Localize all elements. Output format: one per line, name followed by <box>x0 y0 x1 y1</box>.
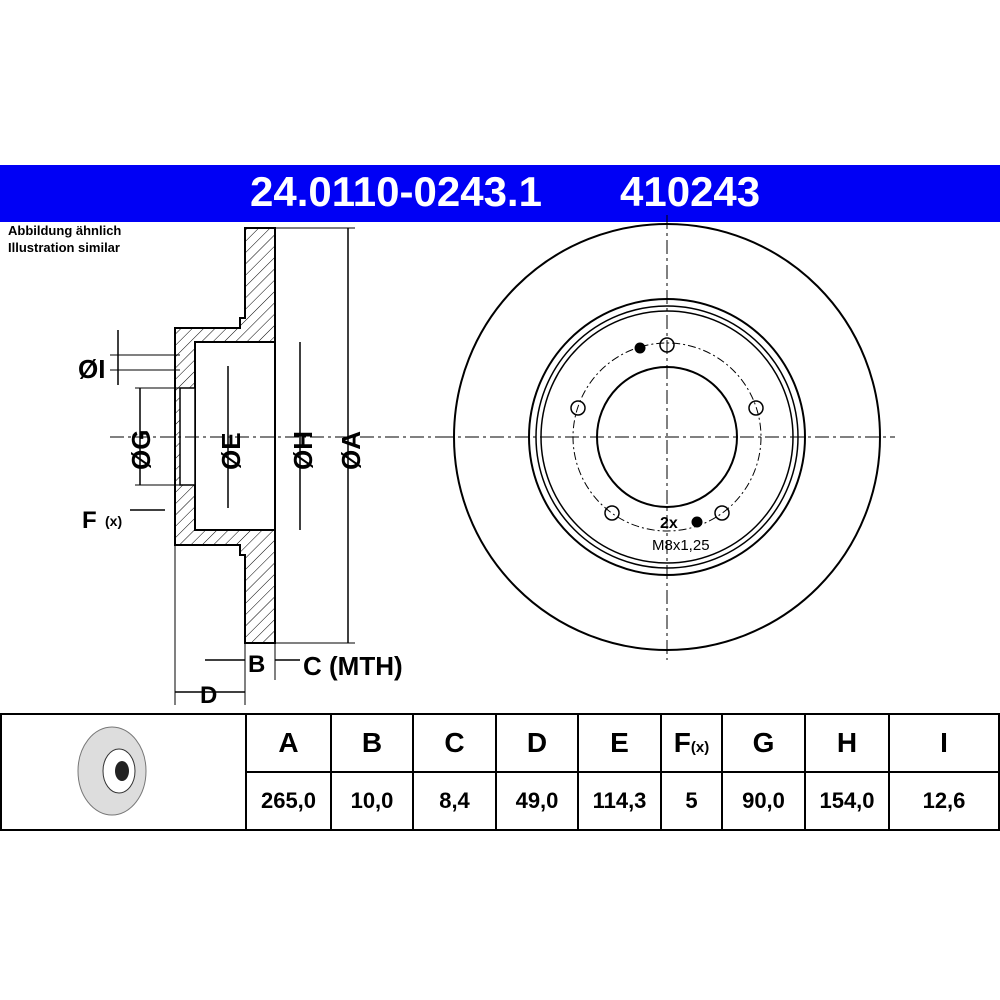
holes-count: 2x <box>660 515 678 532</box>
label-fx: (x) <box>105 513 122 529</box>
col-f: F(x) <box>660 713 723 773</box>
label-c: C (MTH) <box>303 651 403 681</box>
value-c: 8,4 <box>412 771 497 831</box>
value-b: 10,0 <box>330 771 414 831</box>
col-c: C <box>412 713 497 773</box>
label-d: D <box>200 682 217 709</box>
label-a: ØA <box>336 431 366 470</box>
label-i: ØI <box>78 354 105 384</box>
value-e: 114,3 <box>577 771 662 831</box>
label-g: ØG <box>126 430 156 470</box>
col-b: B <box>330 713 414 773</box>
value-d: 49,0 <box>495 771 579 831</box>
label-h: ØH <box>288 431 318 470</box>
col-g: G <box>721 713 806 773</box>
front-view <box>440 215 895 660</box>
illustration-note: Abbildung ähnlich Illustration similar <box>8 222 121 256</box>
col-e: E <box>577 713 662 773</box>
disc-thumbnail <box>0 713 247 831</box>
col-f-suffix: (x) <box>690 739 710 756</box>
label-f: F <box>82 507 97 534</box>
note-en: Illustration similar <box>8 240 120 255</box>
short-number: 410243 <box>620 168 761 215</box>
value-g: 90,0 <box>721 771 806 831</box>
note-de: Abbildung ähnlich <box>8 223 122 238</box>
disc-icon <box>77 726 146 815</box>
part-number: 24.0110-0243.1 <box>250 168 542 215</box>
label-e: ØE <box>216 432 246 470</box>
col-i: I <box>888 713 1000 773</box>
label-b: B <box>248 651 265 678</box>
col-a: A <box>245 713 332 773</box>
thread-spec: M8x1,25 <box>652 537 710 554</box>
value-a: 265,0 <box>245 771 332 831</box>
header-bar: 24.0110-0243.1 410243 <box>0 165 1000 222</box>
section-view <box>110 227 450 705</box>
technical-drawing: ØI ØG ØE ØH ØA F (x) B C (MTH) D 2x M8x1… <box>78 215 895 709</box>
dimensions-table: A B C D E F(x) G H I 265,0 10,0 8,4 49,0… <box>0 713 1000 831</box>
value-h: 154,0 <box>804 771 890 831</box>
value-i: 12,6 <box>888 771 1000 831</box>
col-f-letter: F <box>673 727 691 758</box>
col-h: H <box>804 713 890 773</box>
value-f: 5 <box>660 771 723 831</box>
col-d: D <box>495 713 579 773</box>
